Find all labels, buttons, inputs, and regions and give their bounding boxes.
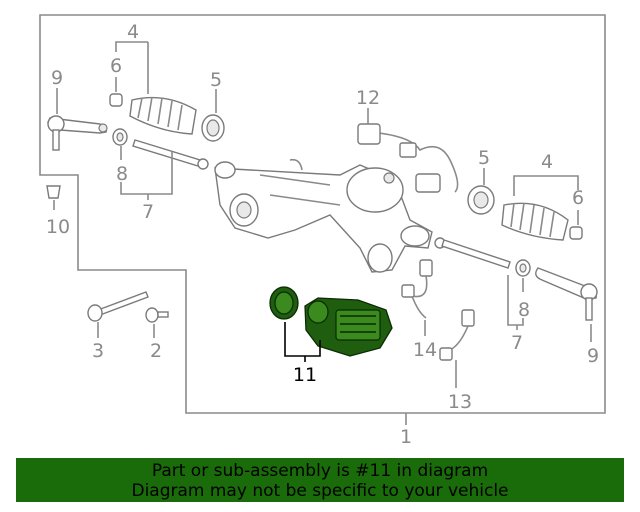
callout-14: 14: [413, 339, 437, 361]
rack-boot-right[interactable]: [501, 202, 569, 241]
boot-clamp-large-left[interactable]: [201, 114, 225, 142]
mounting-bolt-long[interactable]: [87, 291, 149, 322]
callout-5-left: 5: [210, 69, 222, 91]
assembly-boundary: [39, 14, 606, 414]
callout-4-left: 4: [127, 21, 139, 43]
callout-1: 1: [400, 426, 412, 448]
info-banner: Part or sub-assembly is #11 in diagram D…: [16, 458, 624, 502]
wiring-harness[interactable]: [357, 123, 459, 193]
callout-8-right: 8: [518, 299, 530, 321]
callout-7-left: 7: [142, 201, 154, 223]
callout-8-left: 8: [116, 163, 128, 185]
callout-13: 13: [448, 391, 472, 413]
callout-4-right: 4: [541, 151, 553, 173]
inner-tie-rod-right[interactable]: [434, 237, 511, 269]
callout-12: 12: [356, 87, 380, 109]
seal-ring-part-11[interactable]: [269, 286, 299, 320]
tie-rod-end-left[interactable]: [47, 115, 108, 151]
sensor-harness[interactable]: [401, 259, 433, 319]
rack-boot-left[interactable]: [129, 96, 197, 135]
steering-motor-part-11[interactable]: [304, 297, 393, 357]
jam-nut-left[interactable]: [112, 128, 128, 146]
jam-nut-right[interactable]: [515, 259, 531, 277]
boot-clamp-small-right[interactable]: [569, 226, 583, 240]
callout-7-right: 7: [511, 332, 523, 354]
callout-9-left: 9: [51, 67, 63, 89]
breather-fitting[interactable]: [46, 185, 61, 199]
boot-clamp-small-left[interactable]: [109, 93, 123, 107]
banner-line-1: Part or sub-assembly is #11 in diagram: [151, 461, 489, 481]
banner-line-2: Diagram may not be specific to your vehi…: [131, 481, 509, 501]
callout-6-left: 6: [110, 55, 122, 77]
sensor-harness-lower[interactable]: [439, 309, 475, 361]
steering-gear-housing[interactable]: [214, 158, 433, 273]
steering-gear-parts-diagram: 4 6 9 5 8 7 10 12 5 4 6 8 7 9 14 13 3 2 …: [39, 14, 606, 448]
callout-5-right: 5: [478, 147, 490, 169]
callout-6-right: 6: [572, 187, 584, 209]
callout-9-right: 9: [587, 345, 599, 367]
tie-rod-end-right[interactable]: [535, 267, 598, 321]
callout-3: 3: [92, 340, 104, 362]
mounting-bolt-short[interactable]: [145, 307, 169, 323]
inner-tie-rod-left[interactable]: [132, 139, 209, 170]
boot-clamp-large-right[interactable]: [467, 185, 495, 215]
callout-11-highlighted: 11: [293, 364, 317, 386]
callout-10: 10: [46, 216, 70, 238]
callout-2: 2: [150, 340, 162, 362]
